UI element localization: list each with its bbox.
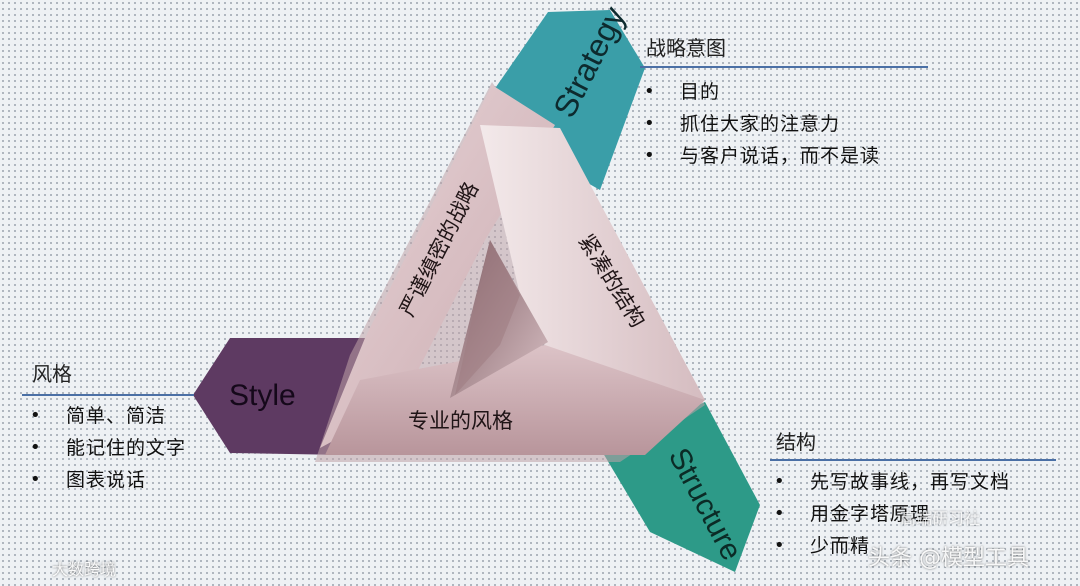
- penrose-triangle: 严谨缜密的战略 紧凑的结构 专业的风格: [315, 82, 705, 462]
- list-item: 简单、简洁: [26, 400, 186, 432]
- style-rule: [22, 394, 194, 396]
- bottom-bar: [325, 345, 705, 455]
- right-bar: [480, 125, 705, 455]
- list-item: 用金字塔原理: [770, 498, 1010, 530]
- list-item: 抓住大家的注意力: [640, 108, 880, 140]
- style-list: 简单、简洁 能记住的文字 图表说话: [26, 400, 186, 496]
- strategy-list: 目的 抓住大家的注意力 与客户说话，而不是读: [640, 76, 880, 172]
- structure-rule: [770, 459, 1056, 461]
- structure-list: 先写故事线，再写文档 用金字塔原理 少而精: [770, 466, 1010, 562]
- style-title: 风格: [32, 362, 72, 386]
- watermark-bottom-left: 大数跨境: [52, 560, 117, 579]
- list-item: 能记住的文字: [26, 432, 186, 464]
- list-item: 少而精: [770, 530, 1010, 562]
- style-ribbon: Style: [193, 338, 365, 455]
- strategy-title: 战略意图: [646, 36, 726, 60]
- watermark-bottom-right: 头条 @模型工具: [868, 546, 1029, 571]
- list-item: 目的: [640, 76, 880, 108]
- list-item: 图表说话: [26, 464, 186, 496]
- bottom-side-label: 专业的风格: [408, 409, 513, 433]
- style-ribbon-label: Style: [229, 379, 296, 412]
- style-ribbon-shape: [193, 338, 365, 455]
- list-item: 与客户说话，而不是读: [640, 140, 880, 172]
- list-item: 先写故事线，再写文档: [770, 466, 1010, 498]
- structure-title: 结构: [776, 430, 816, 454]
- watermark-center-right: 高端研习社: [900, 509, 981, 528]
- strategy-rule: [640, 66, 928, 68]
